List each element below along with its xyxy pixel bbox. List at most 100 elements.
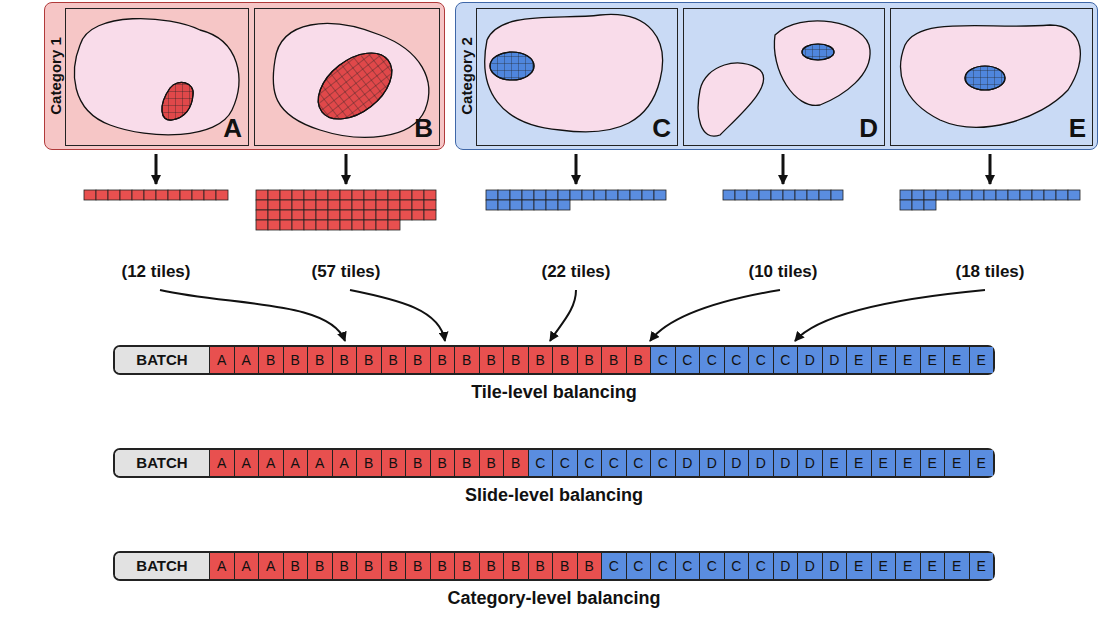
batch-cell: B (405, 553, 430, 579)
tile (400, 190, 412, 200)
batch-cell: D (773, 553, 798, 579)
cell-letter: B (438, 352, 447, 368)
batch-cell: A (234, 450, 259, 476)
tile (304, 200, 316, 210)
cell-letter: B (438, 455, 447, 471)
batch-cell: C (552, 450, 577, 476)
tile (948, 190, 960, 200)
tile (352, 200, 364, 210)
tile-count: (12 tiles) (122, 262, 191, 282)
batch-cell: C (699, 553, 724, 579)
tile (280, 200, 292, 210)
tile (606, 190, 618, 200)
cell-letter: B (462, 558, 471, 574)
tile (498, 200, 510, 210)
category-label: Category 1 (47, 37, 64, 115)
slide-letter: D (859, 114, 878, 142)
cell-letter: B (389, 455, 398, 471)
cell-letter: E (854, 352, 863, 368)
tile-grid (490, 52, 534, 80)
batch-cell: B (626, 347, 651, 373)
batch-bar: BATCHCategory-level balancingAAABBBBBBBB… (113, 551, 995, 581)
tile (316, 200, 328, 210)
cell-letter: C (560, 455, 570, 471)
tile (546, 200, 558, 210)
cell-letter: A (242, 455, 251, 471)
cell-letter: B (634, 352, 643, 368)
tile (960, 190, 972, 200)
tile (558, 200, 570, 210)
tile (486, 200, 498, 210)
tile (570, 190, 582, 200)
tile (1056, 190, 1068, 200)
tile (522, 200, 534, 210)
tile (783, 190, 795, 200)
cell-letter: E (830, 455, 839, 471)
tile (180, 190, 192, 200)
batch-cell: E (871, 450, 896, 476)
tile (972, 190, 984, 200)
tile (723, 190, 735, 200)
tile-count: (10 tiles) (749, 262, 818, 282)
batch-cell: D (797, 450, 822, 476)
cell-letter: A (291, 455, 300, 471)
tile-strip (256, 190, 436, 230)
cell-letter: B (389, 352, 398, 368)
tile (747, 190, 759, 200)
tile (388, 200, 400, 210)
batch-cell: C (577, 450, 602, 476)
batch-cell: E (920, 553, 945, 579)
batch-cell: C (601, 450, 626, 476)
tile (735, 190, 747, 200)
tile (618, 190, 630, 200)
cell-letter: B (340, 558, 349, 574)
cell-letter: D (780, 558, 790, 574)
batch-cell: E (944, 553, 969, 579)
tissue-section (698, 63, 763, 136)
cell-letter: B (511, 558, 520, 574)
tile (795, 190, 807, 200)
tile (376, 210, 388, 220)
batch-cell: B (552, 553, 577, 579)
tile (807, 190, 819, 200)
tile (900, 190, 912, 200)
tile (168, 190, 180, 200)
tile (376, 220, 388, 230)
batch-cell: B (430, 553, 455, 579)
batch-cell: B (503, 553, 528, 579)
tile-count: (22 tiles) (542, 262, 611, 282)
cell-letter: E (952, 558, 961, 574)
tile (388, 210, 400, 220)
tile (582, 190, 594, 200)
tile (216, 190, 228, 200)
tile (759, 190, 771, 200)
batch-cell: A (209, 450, 234, 476)
batch-cell: C (650, 347, 675, 373)
tile (1044, 190, 1056, 200)
batch-cell: E (822, 450, 847, 476)
batch-cell: B (283, 347, 308, 373)
cell-letter: B (560, 352, 569, 368)
cell-letter: B (487, 455, 496, 471)
tile (256, 210, 268, 220)
tile (771, 190, 783, 200)
cell-letter: D (682, 455, 692, 471)
cell-letter: C (658, 352, 668, 368)
tile (534, 190, 546, 200)
batch-cell: C (724, 553, 749, 579)
batch-cell: C (650, 553, 675, 579)
tile (268, 200, 280, 210)
cell-letter: C (535, 455, 545, 471)
batch-cell: B (503, 450, 528, 476)
batch-cell: A (234, 347, 259, 373)
tile (340, 210, 352, 220)
slide-letter: C (652, 114, 671, 142)
tissue-section (273, 24, 429, 138)
cell-letter: E (928, 558, 937, 574)
tile (268, 190, 280, 200)
batch-cell: B (503, 347, 528, 373)
batch-cell: D (675, 450, 700, 476)
tile-count: (18 tiles) (956, 262, 1025, 282)
curved-arrow (650, 290, 780, 341)
tile (400, 210, 412, 220)
